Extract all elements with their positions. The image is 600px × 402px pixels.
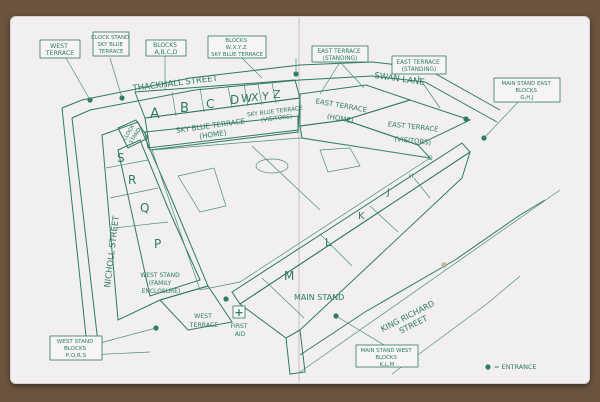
callout-texts: WEST TERRACE CLOCK STAND SKY BLUE TERRAC… (45, 35, 552, 368)
label-west-terrace-corner: WEST TERRACE (189, 313, 218, 329)
callout-blocks-abcd: BLOCKS A,B,C,D (153, 42, 179, 56)
stand-labels: SKY BLUE TERRACE (HOME) SKY BLUE TERRACE… (122, 97, 441, 338)
label-west-stand-family: WEST STAND (FAMILY ENCLOSURE) (140, 272, 181, 295)
first-aid-box (232, 305, 246, 319)
label-sky-blue-visitors: SKY BLUE TERRACE (VISITORS) (247, 106, 306, 126)
block-y: Y (261, 90, 269, 103)
callout-west-terrace: WEST TERRACE (45, 43, 74, 57)
block-x: X (251, 91, 259, 104)
block-a: A (150, 106, 160, 122)
callout-main-stand-east: MAIN STAND EAST BLOCKS G,H,J (501, 81, 552, 101)
block-w: W (241, 92, 252, 105)
callout-leaders (65, 54, 521, 346)
block-s: S (117, 151, 125, 165)
street-nicholl: NICHOLL STREET (103, 214, 122, 288)
block-g: G (428, 155, 433, 162)
entrance-marker (223, 296, 229, 302)
callout-east-terrace-top: EAST TERRACE (STANDING) (317, 49, 362, 62)
callout-clock-stand: CLOCK STAND SKY BLUE TERRACE (91, 35, 131, 55)
block-h: H (409, 173, 414, 180)
stands-outline (101, 79, 472, 375)
block-r: R (128, 173, 136, 187)
street-king-richard: KING RICHARD STREET (379, 298, 443, 343)
block-d: D (230, 93, 239, 107)
block-q: Q (140, 201, 149, 215)
label-first-aid: FIRST AID (231, 323, 250, 338)
street-thackhall: THACKHALL STREET (131, 74, 219, 95)
block-b: B (180, 101, 189, 116)
block-z: Z (273, 88, 281, 101)
entrance-marker (463, 116, 469, 122)
block-m: M (284, 269, 294, 283)
street-lines (61, 61, 561, 375)
paper-stain (441, 262, 447, 268)
callout-main-stand-west: MAIN STAND WEST BLOCKS K,L,M (361, 348, 414, 368)
callout-blocks-wxyz: BLOCKS W,X,Y,Z SKY BLUE TERRACE (211, 38, 264, 58)
block-k: K (358, 211, 365, 222)
paper-fold-crease (298, 16, 300, 384)
block-c: C (206, 97, 214, 111)
label-main-stand: MAIN STAND (294, 293, 344, 302)
callout-east-terrace-right: EAST TERRACE (STANDING) (396, 60, 441, 73)
paper-card (10, 16, 590, 384)
block-l: L (325, 236, 332, 249)
block-p: P (154, 237, 161, 251)
pitch (151, 137, 431, 291)
legend-entrance: = ENTRANCE (494, 363, 537, 371)
entrance-legend-marker (485, 364, 491, 370)
first-aid-icon: + (234, 306, 243, 319)
label-east-terrace-visitors: EAST TERRACE (VISITORS) (386, 120, 441, 147)
callout-west-stand-pqrs: WEST STAND BLOCKS P,Q,R,S (57, 339, 95, 359)
block-j: J (386, 188, 390, 198)
block-letters: A B C D W X Y Z S R Q P M L K J H G (117, 88, 433, 283)
callout-boxes (39, 31, 561, 368)
